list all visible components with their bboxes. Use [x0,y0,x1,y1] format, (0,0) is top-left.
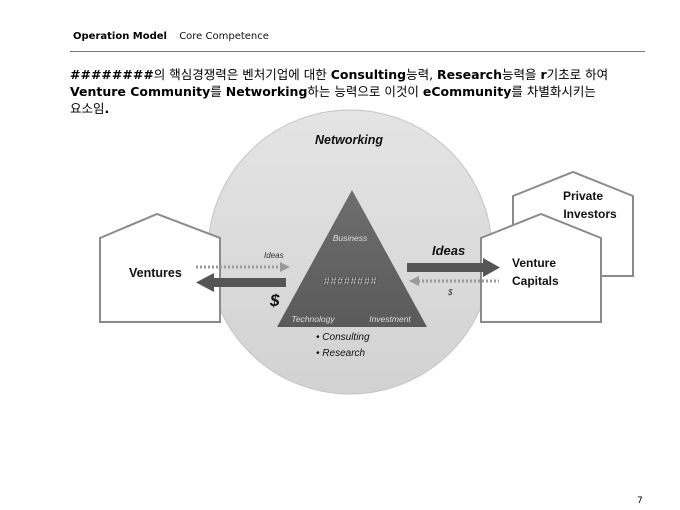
intro-term-networking: Networking [225,84,308,99]
private-investors-label-1: Private [563,189,603,203]
bullet-research: • Research [316,348,366,359]
bullet-consulting: • Consulting [316,332,370,343]
dollar-large-label: $ [269,291,280,310]
intro-period: . [104,101,110,116]
intro-text-r: r [540,67,547,82]
ideas-solid-arrow-shaft [407,263,485,272]
triangle-left-label: Technology [291,314,335,324]
dollar-arrow-shaft [212,278,286,287]
intro-paragraph: ########의 핵심경쟁력은 벤처기업에 대한 Consulting능력, … [70,66,650,117]
intro-text: 능력을 [501,67,541,82]
header-title: Operation Model [73,31,167,42]
dollar-small-label: $ [447,288,453,297]
intro-text: 요소임 [70,101,105,116]
page-number: 7 [637,496,643,506]
intro-term-research: Research [437,67,502,82]
ideas-large-label: Ideas [432,243,465,258]
venture-capitals-house [480,212,602,323]
core-triangle [277,190,427,327]
header-divider [70,51,645,52]
triangle-top-label: Business [333,233,368,243]
intro-term-venture-community: Venture Community [70,84,211,99]
private-investors-label-2: Investors [563,207,617,221]
networking-label: Networking [315,133,383,147]
dollar-arrow-head [196,273,214,292]
ideas-dotted-arrow-head [280,262,290,272]
intro-text: 기초로 하여 [546,67,609,82]
intro-text: 를 차별화시키는 [511,84,596,99]
triangle-right-label: Investment [369,314,411,324]
venture-capitals-label-2: Capitals [512,274,559,288]
intro-company-name: ######## [70,67,154,82]
header-subtitle: Core Competence [179,31,269,42]
intro-term-consulting: Consulting [330,67,407,82]
intro-term-ecommunity: eCommunity [422,84,512,99]
ideas-small-label: Ideas [264,251,284,260]
ideas-solid-arrow-head [483,258,500,277]
intro-text: 능력, [406,67,438,82]
triangle-center-label: ######## [323,274,377,288]
intro-text: 의 핵심경쟁력은 벤처기업에 대한 [153,67,331,82]
ventures-label: Ventures [129,266,182,280]
dollar-dotted-arrow-head [409,276,419,286]
intro-text: 를 [210,84,226,99]
venture-capitals-label-1: Venture [512,256,556,270]
page-header: Operation Model Core Competence [73,31,269,42]
intro-text: 하는 능력으로 이것이 [307,84,423,99]
